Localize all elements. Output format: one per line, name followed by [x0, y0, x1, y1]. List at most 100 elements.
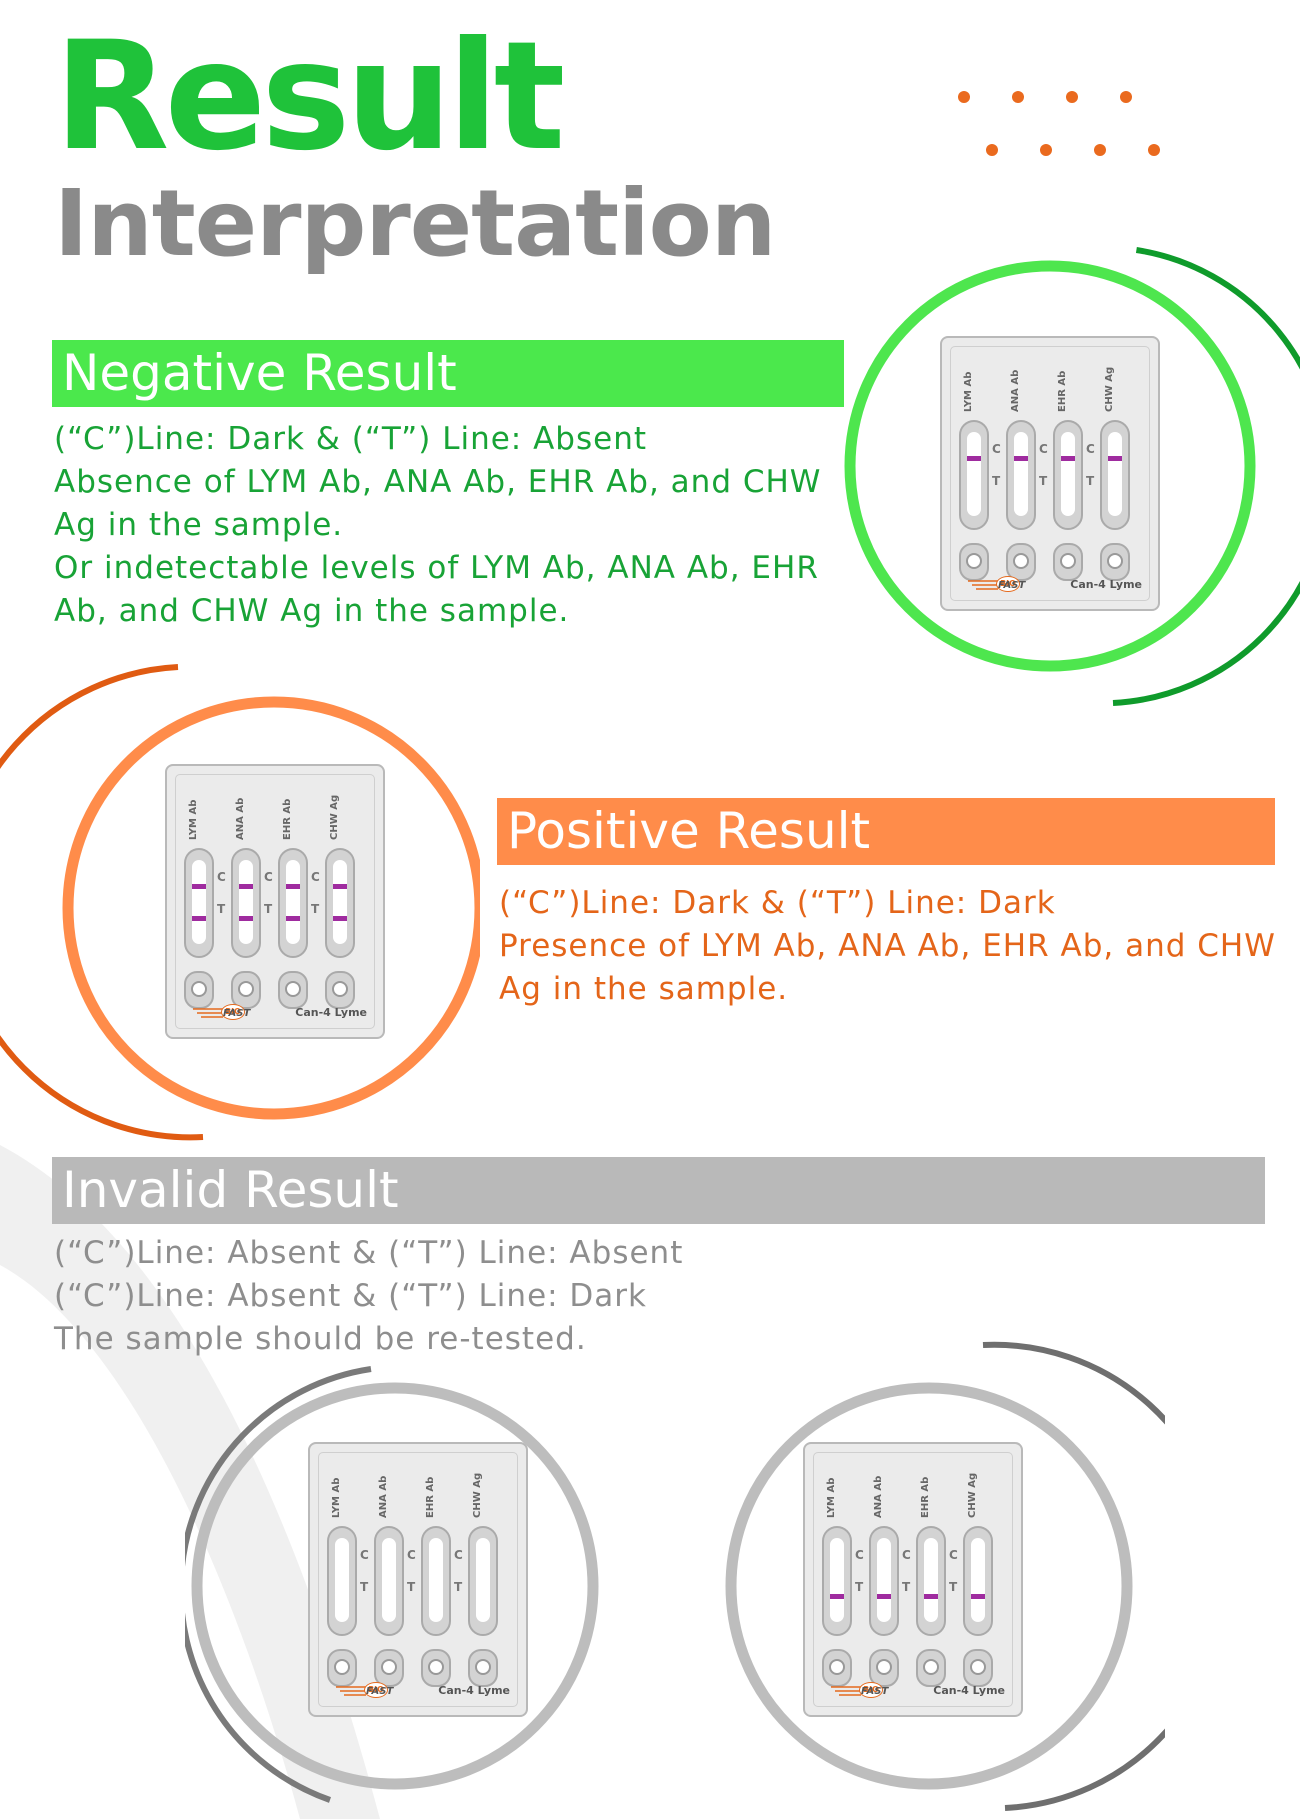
test-marker: T: [1086, 474, 1095, 488]
negative-result-text: (“C”)Line: Dark & (“T”) Line: Absent Abs…: [54, 418, 821, 633]
sample-well: [374, 1649, 404, 1687]
channel-label: EHR Ab: [919, 1464, 935, 1518]
negative-result-heading: Negative Result: [52, 340, 844, 407]
control-marker: C: [1039, 442, 1048, 456]
result-window: [429, 1538, 443, 1622]
dot: [1120, 91, 1132, 103]
sample-well: [1006, 543, 1036, 581]
text-line: Ab, and CHW Ag in the sample.: [54, 593, 570, 629]
result-window: [382, 1538, 396, 1622]
brand-logo: BIO: [829, 1679, 889, 1701]
result-window: [476, 1538, 490, 1622]
control-line: [1014, 456, 1028, 461]
test-line: [830, 1594, 844, 1599]
sample-well-hole: [332, 981, 348, 997]
sample-well-hole: [966, 553, 982, 569]
text-line: (“C”)Line: Dark & (“T”) Line: Dark: [499, 885, 1056, 921]
model-name: Can-4 Lyme: [295, 1006, 367, 1019]
sample-well-hole: [191, 981, 207, 997]
test-strip: [1006, 420, 1036, 530]
sample-well-hole: [334, 1659, 350, 1675]
brand-logo: BIO: [191, 1001, 251, 1023]
text-line: The sample should be re-tested.: [54, 1321, 587, 1357]
control-marker: C: [454, 1548, 463, 1562]
sample-well: [468, 1649, 498, 1687]
channel-label-text: EHR Ab: [1057, 370, 1068, 412]
control-line: [239, 884, 253, 889]
sample-well-hole: [1107, 553, 1123, 569]
speed-lines-icon: [193, 1008, 223, 1018]
sample-well-hole: [238, 981, 254, 997]
channel-label: ANA Ab: [872, 1464, 888, 1518]
text-line: (“C”)Line: Absent & (“T”) Line: Absent: [54, 1235, 684, 1271]
channel-label: ANA Ab: [377, 1464, 393, 1518]
positive-result-text: (“C”)Line: Dark & (“T”) Line: Dark Prese…: [499, 882, 1276, 1011]
channel-label-text: EHR Ab: [920, 1476, 931, 1518]
test-marker: T: [1039, 474, 1048, 488]
brand-name: FAST: [998, 580, 1026, 591]
channel-label: CHW Ag: [471, 1464, 487, 1518]
brand-logo-mark: BIO: [221, 1004, 245, 1020]
result-window: [335, 1538, 349, 1622]
channel-label-text: EHR Ab: [425, 1476, 436, 1518]
text-line: Presence of LYM Ab, ANA Ab, EHR Ab, and …: [499, 928, 1276, 964]
control-marker: C: [992, 442, 1001, 456]
channel-label-text: LYM Ab: [331, 1477, 342, 1518]
result-window: [971, 1538, 985, 1622]
channel-label: EHR Ab: [424, 1464, 440, 1518]
brand-logo-mark: BIO: [364, 1682, 388, 1698]
control-line: [286, 884, 300, 889]
sample-well-hole: [1060, 553, 1076, 569]
sample-well: [1100, 543, 1130, 581]
test-line: [971, 1594, 985, 1599]
channel-label: LYM Ab: [330, 1464, 346, 1518]
result-window: [333, 860, 347, 944]
test-marker: T: [360, 1580, 369, 1594]
sample-well: [421, 1649, 451, 1687]
channel-label: CHW Ag: [328, 786, 344, 840]
control-marker: C: [1086, 442, 1095, 456]
sample-well-hole: [923, 1659, 939, 1675]
test-strip: [822, 1526, 852, 1636]
channel-label-text: CHW Ag: [329, 794, 340, 840]
channel-label: LYM Ab: [187, 786, 203, 840]
text-line: Ag in the sample.: [499, 971, 789, 1007]
control-marker: C: [949, 1548, 958, 1562]
channel-label: EHR Ab: [281, 786, 297, 840]
brand-logo-mark: BIO: [859, 1682, 883, 1698]
brand-logo: BIO: [334, 1679, 394, 1701]
channel-label-text: CHW Ag: [1104, 366, 1115, 412]
sample-well-hole: [381, 1659, 397, 1675]
test-strip: [1053, 420, 1083, 530]
channel-label-text: CHW Ag: [967, 1472, 978, 1518]
sample-well: [327, 1649, 357, 1687]
sample-well-hole: [428, 1659, 444, 1675]
sample-well-hole: [475, 1659, 491, 1675]
sample-well-hole: [1013, 553, 1029, 569]
test-strip: [963, 1526, 993, 1636]
dot: [1066, 91, 1078, 103]
brand-logo-mark: BIO: [996, 576, 1020, 592]
channel-label-text: LYM Ab: [963, 371, 974, 412]
positive-result-heading: Positive Result: [497, 798, 1275, 865]
control-line: [1061, 456, 1075, 461]
channel-label-text: ANA Ab: [378, 1475, 389, 1518]
control-marker: C: [855, 1548, 864, 1562]
dot: [1148, 144, 1160, 156]
channel-label: EHR Ab: [1056, 358, 1072, 412]
speed-lines-icon: [968, 580, 998, 590]
result-window: [877, 1538, 891, 1622]
text-line: (“C”)Line: Dark & (“T”) Line: Absent: [54, 421, 648, 457]
dot: [1012, 91, 1024, 103]
page-subtitle: Interpretation: [54, 170, 776, 277]
channel-label-text: ANA Ab: [873, 1475, 884, 1518]
invalid-circle-frame-right: [725, 1341, 1165, 1811]
channel-label-text: EHR Ab: [282, 798, 293, 840]
result-window: [967, 432, 981, 516]
test-marker: T: [902, 1580, 911, 1594]
control-marker: C: [217, 870, 226, 884]
result-window: [1014, 432, 1028, 516]
